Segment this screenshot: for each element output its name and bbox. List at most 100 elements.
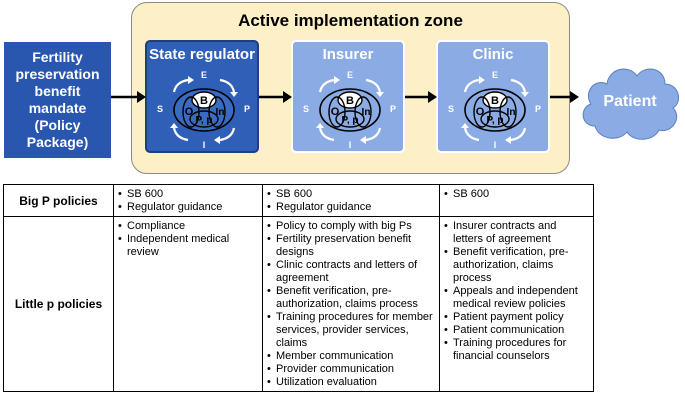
list-item: Policy to comply with big Ps — [267, 220, 435, 233]
model-label: S — [303, 104, 309, 114]
arrowhead-icon — [461, 123, 469, 128]
actor-title: State regulator — [149, 46, 255, 63]
list-item: Regulator guidance — [267, 201, 435, 214]
model-label: O — [331, 106, 340, 118]
list-item: Benefit verification, pre-authorization,… — [267, 285, 435, 311]
policy-model-icon: E S P I BO In P, p — [157, 70, 250, 150]
mandate-line: preservation — [15, 66, 100, 82]
bullet-list: ComplianceIndependent medical review — [118, 220, 258, 259]
bullet-list: SB 600 — [444, 188, 589, 201]
table-row-little-p: Little p policies ComplianceIndependent … — [3, 216, 594, 392]
table-cell: SB 600Regulator guidance — [262, 184, 440, 217]
mandate-line: Package) — [26, 134, 89, 150]
arrow-icon — [405, 91, 437, 103]
policy-table: Big P policies SB 600Regulator guidance … — [3, 184, 594, 392]
bullet-list: SB 600Regulator guidance — [267, 188, 435, 214]
list-item: Clinic contracts and letters of agreemen… — [267, 259, 435, 285]
cycle-arrow — [463, 127, 480, 142]
model-label: P — [390, 104, 396, 114]
model-label: P, p — [195, 115, 212, 126]
cycle-arrow — [463, 78, 480, 93]
arrowhead-icon — [505, 136, 511, 144]
model-label: S — [157, 104, 163, 114]
mandate-line: (Policy — [34, 117, 81, 133]
list-item: Utilization evaluation — [267, 376, 435, 389]
policy-package-label: Fertility preservation benefit mandate (… — [15, 49, 99, 151]
list-item: Benefit verification, pre-authorization,… — [444, 246, 589, 285]
model-label: In — [507, 107, 516, 118]
bottom-ellipse — [335, 110, 365, 128]
arrowhead-icon — [170, 123, 178, 128]
list-item: Appeals and independent medical review p… — [444, 285, 589, 311]
cycle-arrow — [219, 127, 236, 142]
list-item: Independent medical review — [118, 233, 258, 259]
model-label: P — [535, 104, 541, 114]
list-item: Provider communication — [267, 363, 435, 376]
list-item: SB 600 — [444, 188, 589, 201]
table-cell: Insurer contracts and letters of agreeme… — [439, 216, 594, 392]
model-label: In — [362, 107, 371, 118]
implementation-diagram: Active implementation zone Fertility pre… — [0, 0, 685, 180]
table-row-big-p: Big P policies SB 600Regulator guidance … — [3, 184, 594, 217]
model-label: P, p — [341, 115, 358, 126]
model-label: I — [203, 140, 206, 150]
cycle-arrow — [510, 127, 527, 142]
list-item: Insurer contracts and letters of agreeme… — [444, 220, 589, 246]
outer-ellipse — [464, 88, 526, 132]
arrowhead-icon — [188, 76, 194, 84]
arrowhead-icon — [214, 136, 220, 144]
list-item: Training procedures for financial counse… — [444, 337, 589, 363]
patient-label: Patient — [603, 93, 657, 110]
arrowhead-icon — [316, 123, 324, 128]
arrowhead-icon — [230, 92, 238, 97]
list-item: Patient communication — [444, 324, 589, 337]
mandate-line: Fertility — [32, 49, 83, 65]
list-item: Patient payment policy — [444, 311, 589, 324]
model-label: E — [347, 70, 353, 80]
arrow-icon — [259, 91, 292, 103]
bottom-ellipse — [189, 110, 219, 128]
cycle-arrow — [318, 127, 335, 142]
cycle-arrow — [510, 78, 527, 93]
arrowhead-icon — [479, 76, 485, 84]
cloud-shape — [582, 68, 680, 140]
actor-title: Clinic — [472, 46, 514, 63]
cycle-arrow — [172, 127, 189, 142]
arrow-icon — [111, 91, 146, 103]
list-item: Training procedures for member services,… — [267, 311, 435, 350]
list-item: Compliance — [118, 220, 258, 233]
table-cell: SB 600Regulator guidance — [113, 184, 263, 217]
arrowhead-icon — [334, 76, 340, 84]
actor-title: Insurer — [322, 46, 374, 63]
cycle-arrow — [219, 78, 236, 93]
arrowhead-icon — [521, 92, 529, 97]
model-label: B — [200, 95, 208, 107]
list-item: SB 600 — [267, 188, 435, 201]
model-label: I — [349, 140, 352, 150]
model-label: S — [448, 104, 454, 114]
arrowhead-icon — [360, 136, 366, 144]
patient-cloud: Patient — [582, 68, 680, 140]
policy-package-box: Fertility preservation benefit mandate (… — [4, 42, 111, 158]
list-item: Regulator guidance — [118, 201, 258, 214]
model-label: B — [491, 95, 499, 107]
bullet-list: Insurer contracts and letters of agreeme… — [444, 220, 589, 363]
arrowhead-icon — [376, 92, 384, 97]
bullet-list: SB 600Regulator guidance — [118, 188, 258, 214]
model-label: P — [244, 104, 250, 114]
list-item: Member communication — [267, 350, 435, 363]
model-label: I — [494, 140, 497, 150]
row-header: Big P policies — [3, 184, 114, 217]
list-item: Fertility preservation benefit designs — [267, 233, 435, 259]
outer-ellipse — [319, 88, 381, 132]
cycle-arrow — [318, 78, 335, 93]
mandate-line: mandate — [28, 100, 87, 116]
model-label: E — [201, 70, 207, 80]
table-cell: SB 600 — [439, 184, 594, 217]
model-label: O — [185, 106, 194, 118]
model-label: In — [216, 107, 225, 118]
zone-title: Active implementation zone — [238, 11, 463, 30]
